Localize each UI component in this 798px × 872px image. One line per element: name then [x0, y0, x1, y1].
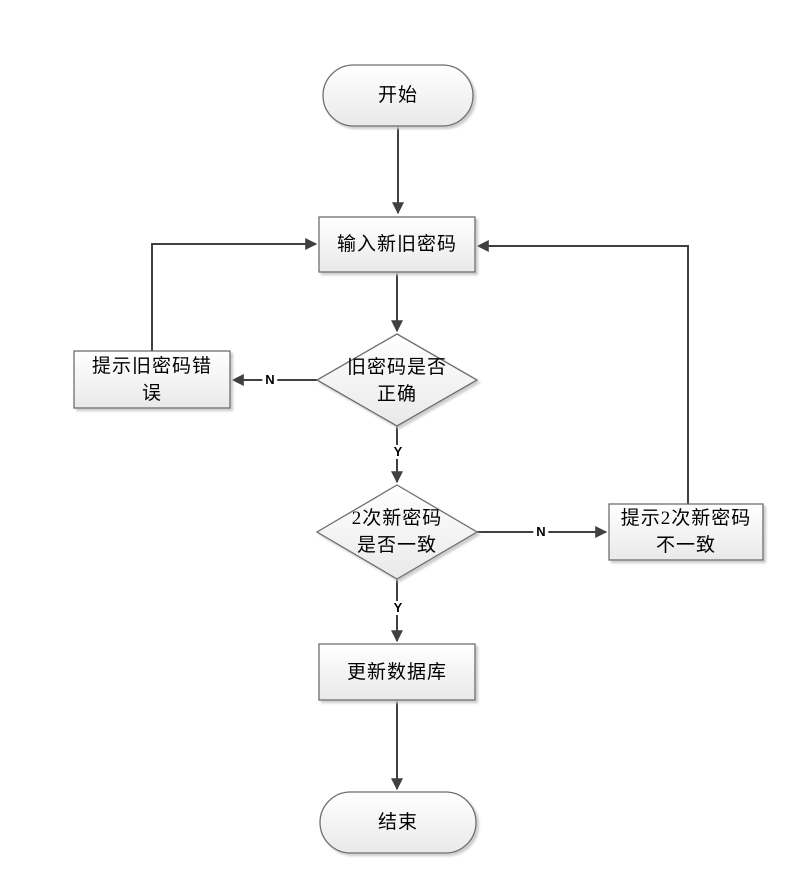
end-terminator-shape	[319, 791, 477, 854]
prompt-new-passwords-mismatch-shape	[608, 503, 764, 561]
edge-prompt-old-back-to-input	[151, 238, 318, 351]
update-database-shape	[318, 643, 476, 701]
branch-label-match-yes: Y	[390, 601, 406, 615]
branch-label-old-no: N	[262, 373, 278, 387]
edge-prompt-match-back-to-input	[476, 240, 689, 504]
check-new-passwords-match-decision-shape	[315, 484, 479, 580]
branch-label-match-no: N	[533, 525, 549, 539]
input-passwords-shape	[318, 216, 476, 273]
check-old-password-decision-shape	[315, 333, 479, 427]
prompt-old-password-error-shape	[73, 350, 231, 409]
branch-label-old-yes: Y	[390, 445, 406, 459]
start-terminator-shape	[322, 64, 474, 127]
